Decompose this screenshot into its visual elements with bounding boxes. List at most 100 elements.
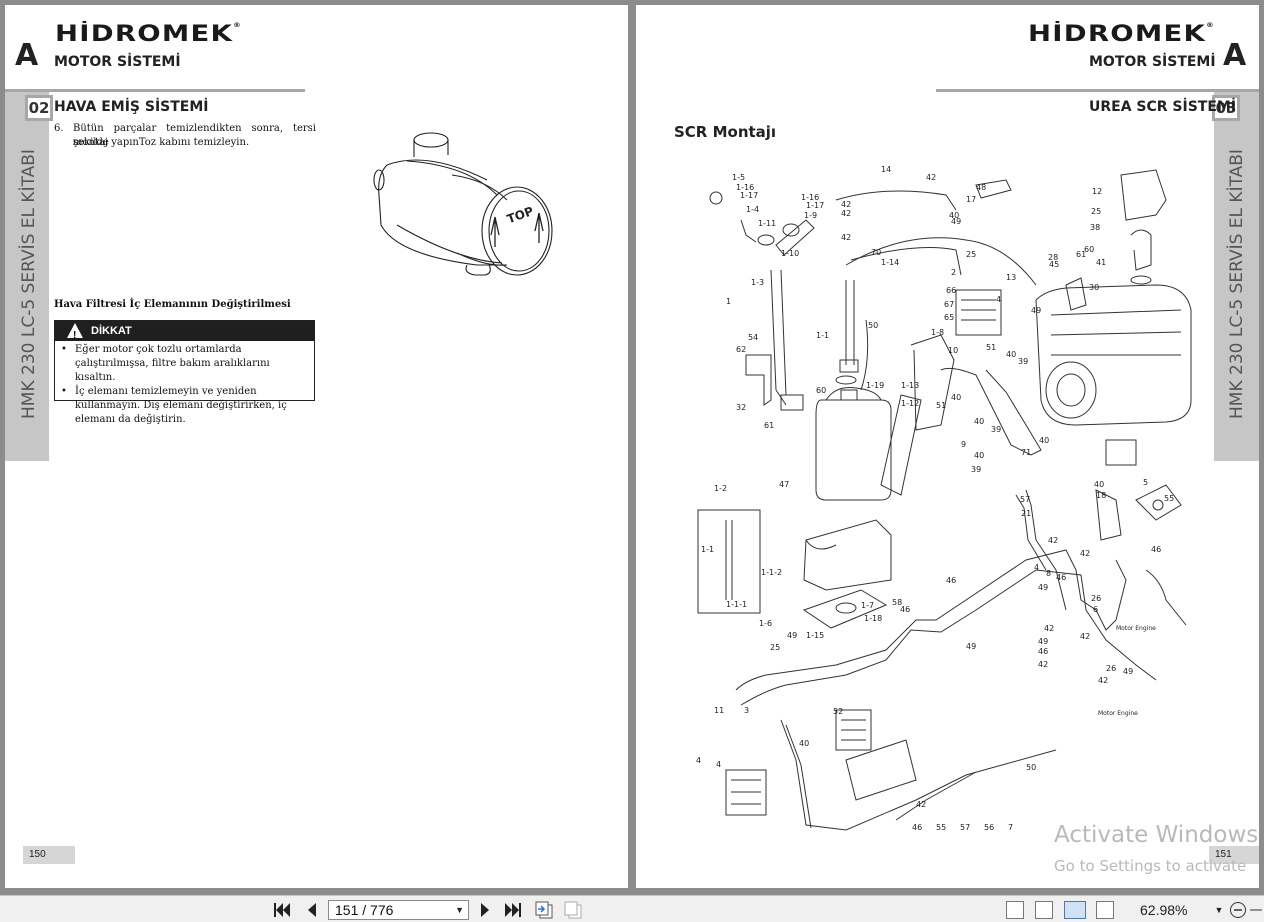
next-page-button[interactable] bbox=[476, 901, 496, 919]
part-callout: 39 bbox=[1018, 357, 1028, 366]
part-callout: 50 bbox=[868, 321, 878, 330]
zoom-dropdown-icon[interactable]: ▼ bbox=[1214, 905, 1224, 915]
part-callout: 1-9 bbox=[804, 211, 817, 220]
previous-view-button[interactable] bbox=[533, 901, 555, 919]
part-callout: 26 bbox=[1106, 664, 1116, 673]
side-tab bbox=[5, 89, 49, 461]
part-callout: 42 bbox=[1080, 549, 1090, 558]
part-callout: 1-13 bbox=[901, 381, 919, 390]
single-page-layout-icon[interactable] bbox=[1006, 901, 1024, 919]
vertical-manual-title: HMK 230 LC-5 SERVİS EL KİTABI bbox=[1227, 149, 1247, 419]
part-callout: 40 bbox=[974, 451, 984, 460]
part-callout: 1-16 bbox=[736, 183, 754, 192]
section-title: UREA SCR SİSTEMİ bbox=[1089, 99, 1237, 115]
activate-windows-subtitle: Go to Settings to activate bbox=[1054, 857, 1247, 875]
chapter-title: MOTOR SİSTEMİ bbox=[1089, 54, 1216, 70]
part-callout: 58 bbox=[892, 598, 902, 607]
motor-engine-label-2: Motor Engine bbox=[1098, 710, 1138, 717]
part-callout: 65 bbox=[944, 313, 954, 322]
part-callout: 1-6 bbox=[759, 619, 772, 628]
part-callout: 51 bbox=[936, 401, 946, 410]
part-callout: 39 bbox=[971, 465, 981, 474]
part-callout: 32 bbox=[736, 403, 746, 412]
part-callout: 42 bbox=[1080, 632, 1090, 641]
left-page: HİDROMEK® A MOTOR SİSTEMİ 02 HAVA EMİŞ S… bbox=[5, 5, 628, 888]
part-callout: 10 bbox=[948, 346, 958, 355]
section-number: 02 bbox=[25, 95, 53, 121]
part-callout: 42 bbox=[1038, 660, 1048, 669]
part-callout: 42 bbox=[926, 173, 936, 182]
part-callout: 50 bbox=[1026, 763, 1036, 772]
part-callout: 6 bbox=[1093, 605, 1098, 614]
part-callout: 4 bbox=[716, 760, 721, 769]
first-page-icon bbox=[274, 903, 290, 917]
part-callout: 49 bbox=[1123, 667, 1133, 676]
part-callout: 1-12 bbox=[901, 399, 919, 408]
part-callout: 39 bbox=[991, 425, 1001, 434]
facing-pages-layout-icon[interactable] bbox=[1064, 901, 1086, 919]
part-callout: 71 bbox=[1021, 448, 1031, 457]
page-indicator-text: 151 / 776 bbox=[335, 902, 394, 918]
page-number-input[interactable]: 151 / 776 ▼ bbox=[328, 900, 469, 920]
part-callout: 1-18 bbox=[864, 614, 882, 623]
vertical-manual-title: HMK 230 LC-5 SERVİS EL KİTABI bbox=[19, 149, 39, 419]
brand-logo: HİDROMEK® bbox=[1028, 22, 1215, 47]
scr-assembly-diagram: 1-51-161-171-41-111-311-161-171-91-10424… bbox=[696, 165, 1192, 832]
part-callout: 12 bbox=[1092, 187, 1102, 196]
part-callout: 21 bbox=[1021, 509, 1031, 518]
part-callout: 1-1 bbox=[701, 545, 714, 554]
right-page: HİDROMEK® A MOTOR SİSTEMİ 03 UREA SCR Sİ… bbox=[636, 5, 1259, 888]
part-callout: 30 bbox=[1089, 283, 1099, 292]
part-callout: 40 bbox=[1094, 480, 1104, 489]
viewer-toolbar: 151 / 776 ▼ 62.98% ▼ bbox=[0, 895, 1264, 922]
part-callout: 40 bbox=[1039, 436, 1049, 445]
previous-page-button[interactable] bbox=[301, 901, 321, 919]
part-callout: 1-8 bbox=[931, 328, 944, 337]
part-callout: 1-14 bbox=[881, 258, 899, 267]
part-callout: 9 bbox=[961, 440, 966, 449]
activate-windows-title: Activate Windows bbox=[1054, 822, 1259, 848]
part-callout: 1-15 bbox=[806, 631, 824, 640]
next-view-icon bbox=[564, 901, 582, 919]
part-callout: 46 bbox=[1056, 573, 1066, 582]
part-callout: 51 bbox=[986, 343, 996, 352]
chevron-down-icon[interactable]: ▼ bbox=[455, 905, 464, 915]
step-text-line2: montaj yapınToz kabını temizleyin. bbox=[73, 137, 250, 148]
part-callout: 46 bbox=[946, 576, 956, 585]
caution-title: DİKKAT bbox=[91, 325, 132, 337]
part-callout: 47 bbox=[779, 480, 789, 489]
diagram-heading: SCR Montajı bbox=[674, 123, 777, 141]
part-callout: 52 bbox=[833, 707, 843, 716]
zoom-slider[interactable] bbox=[1250, 901, 1262, 919]
part-callout: 1-1-2 bbox=[761, 568, 782, 577]
continuous-facing-layout-icon[interactable] bbox=[1096, 901, 1114, 919]
part-callout: 25 bbox=[966, 250, 976, 259]
side-tab bbox=[1214, 89, 1259, 461]
first-page-button[interactable] bbox=[272, 901, 292, 919]
part-callout: 7 bbox=[1008, 823, 1013, 832]
brand-logo: HİDROMEK® bbox=[55, 22, 242, 47]
part-callout: 1-3 bbox=[751, 278, 764, 287]
part-callout: 55 bbox=[1164, 494, 1174, 503]
last-page-button[interactable] bbox=[503, 901, 523, 919]
part-callout: 66 bbox=[946, 286, 956, 295]
part-callout: 1-17 bbox=[806, 201, 824, 210]
part-callout: 1-2 bbox=[714, 484, 727, 493]
zoom-out-button[interactable] bbox=[1228, 901, 1248, 919]
part-callout: 49 bbox=[1038, 637, 1048, 646]
air-filter-illustration: TOP bbox=[373, 132, 553, 276]
part-callout: 8 bbox=[1046, 569, 1051, 578]
part-callout: 70 bbox=[871, 248, 881, 257]
part-callout: 2 bbox=[951, 268, 956, 277]
continuous-layout-icon[interactable] bbox=[1035, 901, 1053, 919]
next-view-button[interactable] bbox=[562, 901, 584, 919]
zoom-level[interactable]: 62.98% bbox=[1140, 902, 1188, 918]
part-callout: 41 bbox=[1096, 258, 1106, 267]
part-callout: 55 bbox=[936, 823, 946, 832]
part-callout: 1-11 bbox=[758, 219, 776, 228]
part-callout: 49 bbox=[966, 642, 976, 651]
part-callout: 46 bbox=[1038, 647, 1048, 656]
section-number: 03 bbox=[1212, 95, 1240, 121]
part-callout: 11 bbox=[714, 706, 724, 715]
part-callout: 42 bbox=[841, 233, 851, 242]
